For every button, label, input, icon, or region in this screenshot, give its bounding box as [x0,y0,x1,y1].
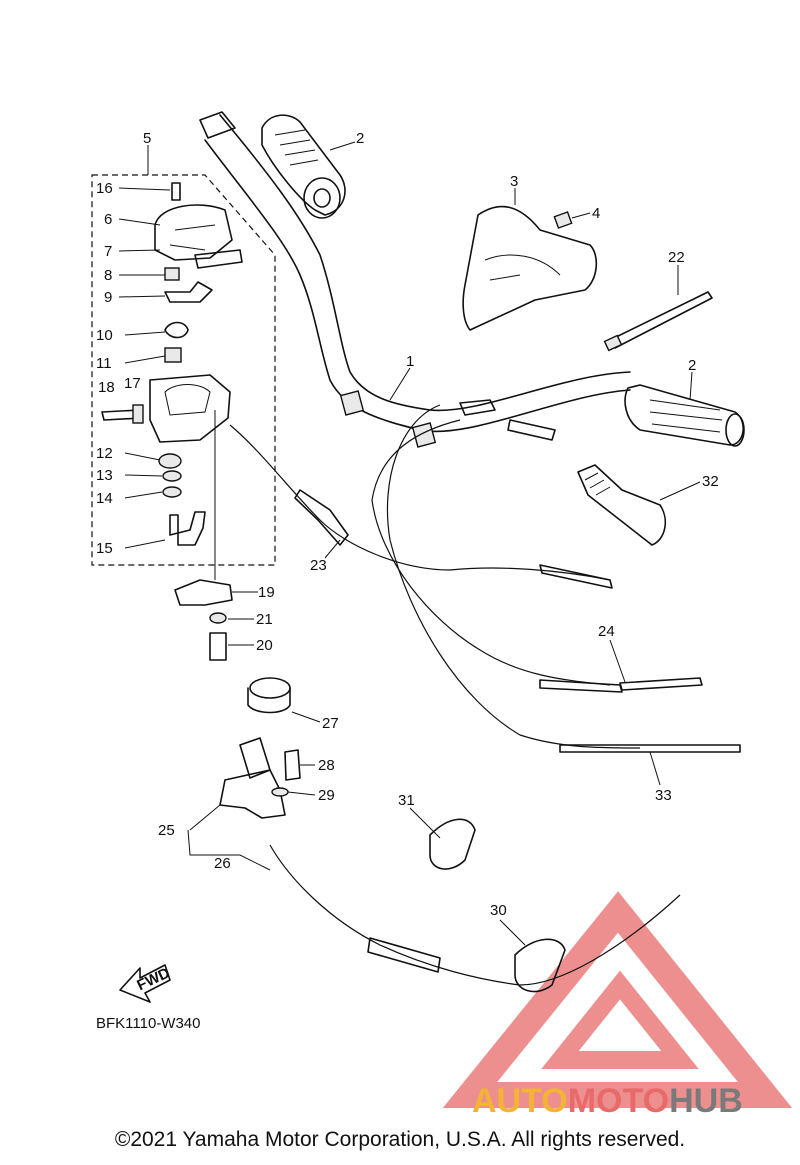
handlebar-pad [462,205,598,331]
handlebar [199,111,631,448]
callout-17: 17 [124,375,141,392]
callout-27: 27 [322,715,339,732]
callout-29: 29 [318,787,335,804]
callout-23: 23 [310,557,327,574]
callout-10: 10 [96,327,113,344]
nut-4 [553,211,573,229]
diagram-code: BFK1110-W340 [96,1015,201,1032]
callout-6: 6 [104,211,112,228]
callout-13: 13 [96,467,113,484]
callout-30: 30 [490,902,507,919]
callout-15: 15 [96,540,113,557]
callout-5: 5 [143,130,151,147]
callout-20: 20 [256,637,273,654]
watermark-moto: MOTO [568,1082,669,1120]
callout-11: 11 [96,355,112,372]
callout-22: 22 [668,249,685,266]
grip-right [624,384,745,447]
watermark-auto: AUTO [472,1082,568,1120]
callout-12: 12 [96,445,113,462]
watermark-logo [442,891,793,1108]
callout-33: 33 [655,787,672,804]
callout-14: 14 [96,490,113,507]
callout-2: 2 [356,130,364,147]
throttle-assembly [91,174,276,580]
throttle-boot [577,464,667,546]
callout-25: 25 [158,822,175,839]
callout-7: 7 [104,243,112,260]
callout-3: 3 [510,173,518,190]
copyright-notice: ©2021 Yamaha Motor Corporation, U.S.A. A… [114,1128,686,1151]
clamp-assembly [174,579,233,661]
callout-31: 31 [398,792,415,809]
callout-32: 32 [702,473,719,490]
callout-24: 24 [598,623,615,640]
grip-left [261,114,346,219]
cable-tie [603,291,713,352]
watermark-text: AUTOMOTOHUB [472,1082,743,1120]
fwd-arrow-icon: FWD [119,964,173,1003]
callout-28: 28 [318,757,335,774]
strap-30 [514,938,566,993]
cables [229,399,741,753]
callout-2: 2 [688,357,696,374]
callout-1: 1 [406,353,414,370]
watermark-hub: HUB [669,1082,743,1120]
strap-31 [429,818,476,870]
reverse-lever-assembly [219,677,681,986]
callout-4: 4 [592,205,600,222]
callout-9: 9 [104,289,112,306]
callout-21: 21 [256,611,273,628]
callout-26: 26 [214,855,231,872]
leader-lines [118,141,701,946]
callout-19: 19 [258,584,275,601]
callout-16: 16 [96,180,113,197]
callout-18: 18 [98,379,115,396]
callout-8: 8 [104,267,112,284]
callouts: 1 2 2 3 4 5 6 7 8 9 10 11 12 13 14 15 16… [96,130,719,919]
